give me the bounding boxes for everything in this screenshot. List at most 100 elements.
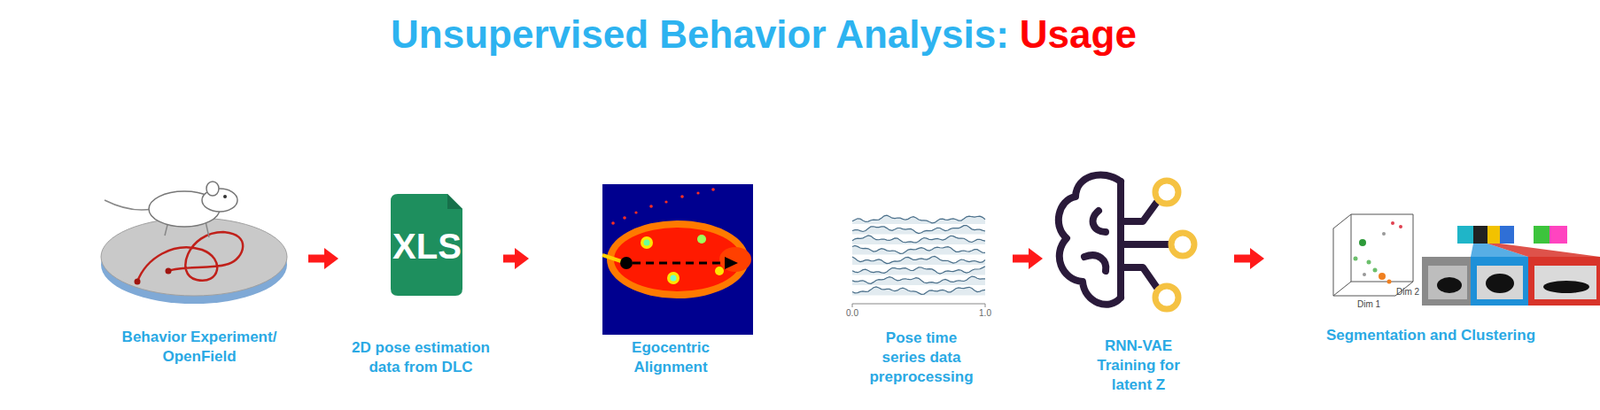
behavior-segments-part [1428, 265, 1468, 300]
behavior-segments-part [1457, 225, 1474, 244]
series-line [852, 266, 986, 274]
behavior-segments-part [1549, 225, 1568, 244]
openfield-illustration-part [137, 232, 243, 282]
openfield-illustration-part [205, 221, 210, 238]
brain-icon-part [1155, 286, 1179, 310]
brain-icon-part [1084, 255, 1106, 272]
openfield-illustration-part [104, 200, 153, 210]
diagram-title: Unsupervised Behavior Analysis: [390, 12, 1010, 57]
axis-label: Dim 1 [1357, 300, 1381, 310]
time-series-plot-part [985, 303, 987, 308]
heatmap-image-part [711, 187, 715, 192]
openfield-illustration-part [165, 268, 172, 275]
brain-icon-part [1171, 233, 1195, 257]
behavior-segments-part [1473, 225, 1488, 244]
heatmap-image-part [606, 220, 749, 299]
openfield-illustration-part [223, 194, 227, 199]
axis-label: Dim 2 [1396, 287, 1420, 297]
series-line [852, 225, 986, 234]
behavior-segments-part [1528, 256, 1600, 306]
pipeline-stage: Egocentric Alignment [531, 172, 810, 383]
scatter-3d-part [1359, 239, 1367, 247]
heatmap-image-part [634, 210, 637, 214]
heatmap-image-part [620, 256, 633, 270]
series-line [852, 276, 986, 284]
series-fill [852, 215, 986, 225]
series-fill [852, 235, 986, 245]
file-icon [390, 194, 463, 296]
scatter-3d-part-part [1333, 281, 1352, 296]
heatmap-image-part [724, 256, 738, 270]
flow-arrow [1012, 255, 1029, 264]
time-series-plot-part [852, 303, 854, 308]
heatmap-image-part [714, 266, 724, 276]
heatmap-image-part [670, 275, 677, 282]
behavior-segments-part [1421, 256, 1471, 306]
scatter-3d-part [1362, 272, 1367, 277]
scatter-3d-part [1398, 225, 1403, 229]
heatmap-image-part [602, 184, 754, 335]
behavior-segments-part [1487, 225, 1500, 244]
behavior-segments-part [1514, 225, 1534, 244]
heatmap-image-part [644, 240, 651, 247]
stage-caption: Behavior Experiment/ OpenField [106, 327, 293, 367]
file-icon-part [390, 194, 463, 296]
brain-icon-part [1155, 180, 1179, 204]
pipeline-stage: RNN-VAE Training for latent Z [1045, 172, 1232, 401]
time-series-plot-part [852, 303, 986, 305]
openfield-illustration [100, 181, 288, 304]
behavior-segments-part [1534, 265, 1597, 300]
series-fill [852, 225, 986, 235]
behavior-segments [1421, 225, 1600, 306]
axis-tick-label: 0.0 [846, 309, 859, 319]
scatter-3d-part [1378, 272, 1386, 280]
scatter-3d-part [1382, 232, 1386, 236]
heatmap-image-part [696, 191, 700, 195]
behavior-segments-part [1499, 225, 1515, 244]
heatmap-image [602, 184, 754, 335]
brain-icon-part [1120, 240, 1170, 249]
scatter-3d-part [1353, 256, 1359, 262]
scatter-3d-part [1333, 214, 1414, 296]
series-line [852, 245, 986, 254]
heatmap-image-part [667, 271, 680, 285]
heatmap-image-part [719, 247, 752, 272]
brain-icon-part [1120, 267, 1158, 288]
heatmap-image-part [649, 204, 653, 209]
flow-arrow [503, 255, 515, 264]
stage-caption: Pose time series data preprocessing [863, 328, 979, 388]
scatter-3d-part [1387, 279, 1392, 285]
scatter-3d-part-part [1333, 228, 1396, 296]
stage-caption: RNN-VAE Training for latent Z [1085, 336, 1192, 396]
pipeline-stage: Pose time series data preprocessing [832, 172, 1010, 393]
scatter-3d-part [1390, 221, 1395, 226]
behavior-segments-part [1485, 273, 1515, 294]
openfield-illustration-part [100, 217, 288, 296]
behavior-segments-part [1487, 243, 1600, 257]
scatter-3d-part [1366, 260, 1372, 265]
heatmap-image-part [680, 194, 684, 199]
stage-caption: Egocentric Alignment [617, 338, 724, 378]
brain-icon-part [1058, 174, 1121, 304]
scatter-3d [1333, 214, 1414, 296]
pipeline-stage: Behavior Experiment/ OpenField [93, 172, 306, 373]
openfield-illustration-part [134, 279, 141, 286]
brain-icon-part [1093, 210, 1106, 233]
openfield-illustration-part [206, 181, 219, 196]
series-line [852, 256, 986, 264]
flow-arrow [308, 255, 325, 264]
series-fill [852, 276, 986, 286]
series-line [852, 287, 986, 296]
behavior-segments-part [1470, 256, 1529, 306]
brain-icon-part [1117, 181, 1125, 298]
scatter-3d-part [1373, 268, 1378, 273]
flow-arrow [1234, 255, 1251, 264]
time-series-plot [852, 215, 986, 308]
scatter-3d-part-part [1351, 214, 1352, 282]
series-fill [852, 287, 986, 296]
scatter-3d-part-part [1333, 214, 1414, 296]
heatmap-image-part [622, 216, 627, 220]
